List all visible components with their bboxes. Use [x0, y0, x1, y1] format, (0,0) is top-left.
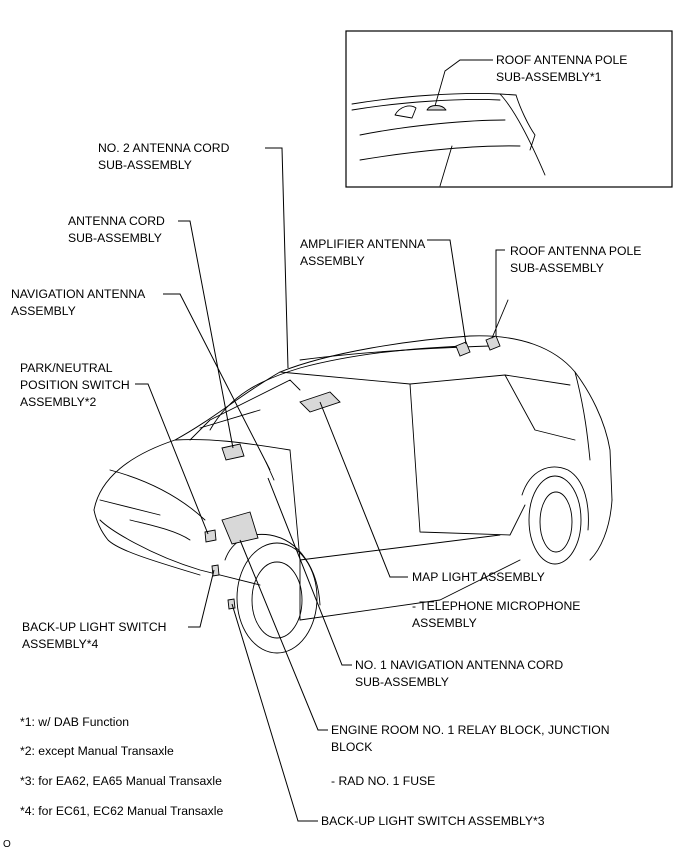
leader-lines [135, 59, 505, 822]
note-2: *2: except Manual Transaxle [20, 744, 174, 758]
backup-switch3-part [227, 598, 236, 610]
amplifier-antenna-part [455, 341, 471, 357]
figure-id: O [3, 839, 11, 850]
inset-roof-sketch [351, 70, 546, 187]
label-rad-fuse: - RAD NO. 1 FUSE [331, 774, 436, 788]
label-relay-block: ENGINE ROOM NO. 1 RELAY BLOCK, JUNCTION … [331, 723, 610, 754]
label-roof-antenna-pole-dab: ROOF ANTENNA POLE SUB-ASSEMBLY*1 [496, 53, 628, 84]
relay-block-part [221, 511, 259, 545]
label-antenna-cord: ANTENNA CORD SUB-ASSEMBLY [68, 214, 165, 245]
note-1: *1: w/ DAB Function [20, 715, 130, 729]
label-no2-antenna-cord: NO. 2 ANTENNA CORD SUB-ASSEMBLY [98, 141, 230, 172]
label-backup-switch-3: BACK-UP LIGHT SWITCH ASSEMBLY*3 [321, 814, 545, 828]
nav-antenna-part [221, 443, 245, 461]
inset-frame [345, 30, 673, 188]
note-4: *4: for EC61, EC62 Manual Transaxle [20, 804, 224, 818]
label-roof-antenna-pole: ROOF ANTENNA POLE SUB-ASSEMBLY [510, 244, 642, 275]
label-amplifier-antenna: AMPLIFIER ANTENNA ASSEMBLY [300, 237, 426, 268]
label-map-light: MAP LIGHT ASSEMBLY [412, 570, 545, 584]
roof-antenna-base-part [485, 335, 501, 351]
label-backup-switch-4: BACK-UP LIGHT SWITCH ASSEMBLY*4 [22, 620, 167, 651]
note-3: *3: for EA62, EA65 Manual Transaxle [20, 774, 222, 788]
backup-switch4-part [211, 564, 220, 577]
label-navigation-antenna: NAVIGATION ANTENNA ASSEMBLY [11, 287, 146, 318]
label-no1-nav-antenna-cord: NO. 1 NAVIGATION ANTENNA CORD SUB-ASSEMB… [355, 658, 564, 689]
label-park-neutral-switch: PARK/NEUTRAL POSITION SWITCH ASSEMBLY*2 [20, 361, 130, 409]
roof-antenna-pole [491, 299, 509, 339]
label-telephone-microphone: - TELEPHONE MICROPHONE ASSEMBLY [412, 599, 581, 630]
component-parts [204, 299, 509, 610]
